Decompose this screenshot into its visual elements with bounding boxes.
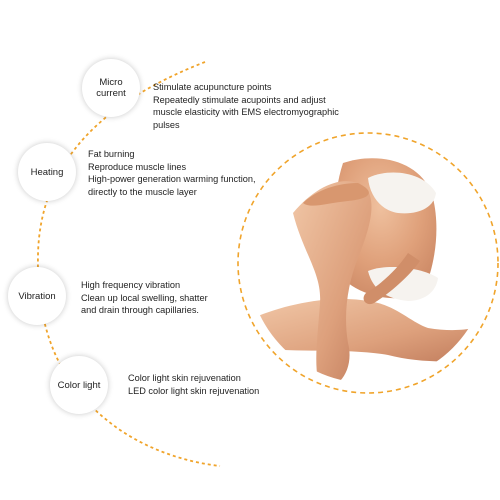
model-photo xyxy=(248,143,488,383)
feature-desc-heating: Fat burning Reproduce muscle lines High-… xyxy=(88,148,256,198)
desc-line: Clean up local swelling, shatter xyxy=(81,292,208,303)
feature-desc-color-light: Color light skin rejuvenation LED color … xyxy=(128,372,259,397)
feature-bubble-color-light: Color light xyxy=(50,356,108,414)
feature-title-vibration: Vibration xyxy=(18,290,56,302)
feature-bubble-micro-current: Micro current xyxy=(82,59,140,117)
desc-line: LED color light skin rejuvenation xyxy=(128,385,260,396)
desc-line: Repeatedly stimulate acupoints and adjus… xyxy=(153,94,326,105)
desc-line: Stimulate acupuncture points xyxy=(153,82,272,92)
feature-desc-vibration: High frequency vibration Clean up local … xyxy=(81,279,208,317)
feature-title-heating: Heating xyxy=(30,166,64,178)
desc-line: pulses xyxy=(153,119,180,130)
feature-desc-micro-current: Stimulate acupuncture points Repeatedly … xyxy=(153,81,339,131)
feature-title-micro-current: Micro current xyxy=(96,77,126,99)
desc-line: Reproduce muscle lines xyxy=(88,161,187,172)
model-illustration xyxy=(248,143,488,383)
desc-line: High-power generation warming function, xyxy=(88,174,256,185)
desc-line: directly to the muscle layer xyxy=(88,186,197,197)
feature-title-color-light: Color light xyxy=(57,379,101,391)
desc-line: High frequency vibration xyxy=(81,280,181,290)
desc-line: Fat burning xyxy=(88,149,135,159)
feature-bubble-heating: Heating xyxy=(18,143,76,201)
desc-line: Color light skin rejuvenation xyxy=(128,373,241,383)
desc-line: and drain through capillaries. xyxy=(81,305,199,316)
feature-bubble-vibration: Vibration xyxy=(8,267,66,325)
desc-line: muscle elasticity with EMS electromyogra… xyxy=(153,107,339,118)
